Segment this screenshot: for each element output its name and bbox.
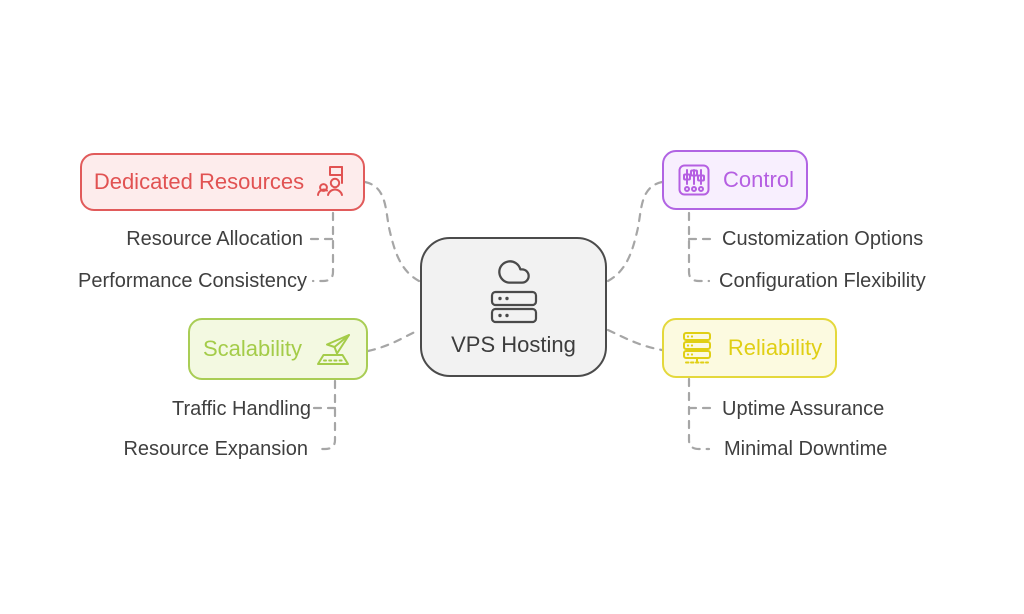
- server-stack-icon: [490, 290, 538, 324]
- connector-center-to-control: [606, 180, 664, 283]
- child-label-minimal-downtime[interactable]: Minimal Downtime: [724, 438, 888, 460]
- node-scalability-label: Scalability: [202, 336, 303, 361]
- child-label-resource-allocation[interactable]: Resource Allocation: [126, 228, 303, 250]
- child-label-traffic-handling[interactable]: Traffic Handling: [172, 398, 311, 420]
- sliders-icon: [676, 162, 712, 198]
- child-label-configuration-flexibility[interactable]: Configuration Flexibility: [719, 270, 926, 292]
- team-flag-icon: [315, 164, 351, 200]
- trunk-control: [687, 211, 711, 283]
- node-scalability[interactable]: Scalability: [188, 318, 368, 380]
- connector-scalability-to-center: [366, 328, 421, 353]
- node-control[interactable]: Control: [662, 150, 808, 210]
- child-label-performance-consistency[interactable]: Performance Consistency: [78, 270, 307, 292]
- node-reliability-label: Reliability: [727, 335, 823, 360]
- connector-dedicated-resources-to-center: [363, 180, 421, 283]
- connector-center-to-reliability: [606, 328, 664, 352]
- node-dedicated-resources[interactable]: Dedicated Resources: [80, 153, 365, 211]
- trunk-dedicated-resources: [311, 211, 335, 283]
- node-control-label: Control: [723, 167, 794, 192]
- trunk-scalability: [314, 379, 337, 451]
- node-vps-hosting[interactable]: VPS Hosting: [420, 237, 607, 377]
- child-label-uptime-assurance[interactable]: Uptime Assurance: [722, 398, 885, 420]
- child-label-customization-options[interactable]: Customization Options: [722, 228, 924, 250]
- cloud-icon: [493, 256, 535, 288]
- node-reliability[interactable]: Reliability: [662, 318, 837, 378]
- trunk-reliability: [687, 377, 711, 451]
- center-node-label: VPS Hosting: [451, 332, 576, 357]
- child-label-resource-expansion[interactable]: Resource Expansion: [123, 438, 308, 460]
- plane-takeoff-icon: [313, 331, 353, 367]
- server-rack-icon: [677, 330, 717, 366]
- node-dedicated-resources-label: Dedicated Resources: [93, 169, 305, 194]
